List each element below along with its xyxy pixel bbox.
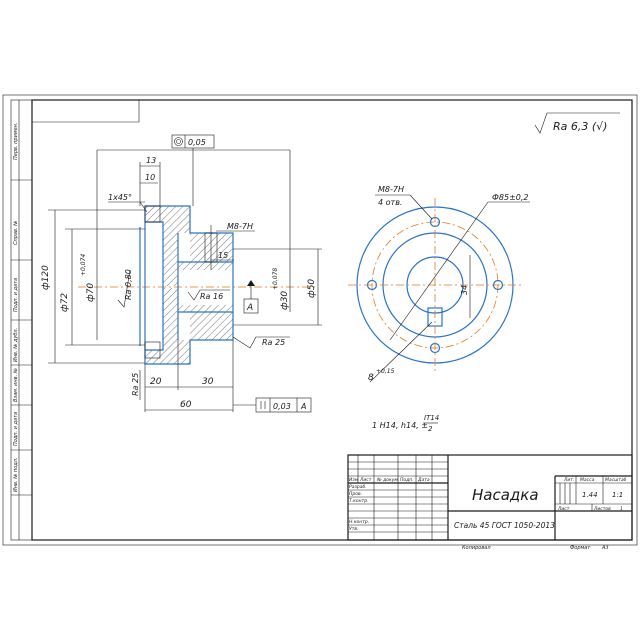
dim-30: 30 [202,377,214,387]
ra25-right: Ra 25 [262,338,285,347]
tb-h-date: Дата [417,477,430,483]
side-cell-7: Инв. № подл. [13,458,19,493]
tb-copied: Копировал [462,545,491,551]
dim-d50: ф50 [307,279,317,298]
part-title: Насадка [472,486,539,504]
dim-8: 8 [368,373,374,383]
general-roughness: Ra 6,3 (√) [534,112,620,134]
dim-20: 20 [150,377,162,387]
side-cell-3: Подп. и дата [13,278,19,312]
tb-role-6: Утв. [349,526,358,532]
tb-mass-value: 1.44 [582,491,598,499]
tb-sheets-value: 1 [620,506,623,512]
dim-d70: ф70 [86,283,96,302]
dim-chamfer: 1х45° [108,193,132,202]
dim-15: 15 [218,251,228,260]
parallel-value: 0,03 [273,402,291,411]
ra16: Ra 16 [200,292,223,301]
tb-role-5: Н.контр. [349,519,369,525]
tb-h-list: Лист [359,477,372,483]
dim-d70-tol: +0,074 [80,254,87,276]
front-view: M8-7H 4 отв. Ф85±0,2 34 8 +0,15 [348,185,530,383]
general-roughness-text: Ra 6,3 (√) [553,120,607,133]
hatch-lower-hub [190,312,233,340]
sheet-outer-border [2,94,638,546]
note-frac-den: 2 [428,425,433,433]
tb-sheets-label: Листов [593,506,611,512]
dim-60: 60 [180,400,192,410]
tb-h-izm: Изм [349,477,359,483]
section-view: ф120 ф72 ф70 +0,074 ф30 +0,078 ф50 13 10… [41,134,322,413]
dim-thread: M8-7H [227,222,253,231]
dim-d72: ф72 [60,293,70,312]
note-text: 1 H14, h14, ± [372,421,428,430]
note-frac-num: IT14 [424,414,439,422]
tb-h-sign: Подп. [400,477,414,483]
parallel-datum: A [300,402,306,411]
hatch-upper-hub [190,233,233,262]
side-cell-4: Инв. № дубл. [13,328,19,362]
tb-role-3: Т.контр. [349,498,369,504]
tb-scale-label: Масштаб [605,477,627,483]
title-block: Изм Лист № докум. Подп. Дата Разраб. Про… [347,454,633,551]
dim-d85: Ф85±0,2 [492,193,529,202]
runout-value: 0,05 [188,138,206,147]
dim-d30: ф30 [280,291,290,310]
side-cell-2: Справ. № [13,221,19,245]
tb-format-value: А3 [601,545,609,551]
dim-d120: ф120 [41,265,51,290]
dim-10: 10 [145,173,155,182]
side-cell-6: Подп. и дата [13,412,19,446]
part-material: Сталь 45 ГОСТ 1050-2013 [454,521,555,530]
side-cell-1: Перв. примен. [13,122,19,160]
tb-scale-value: 1:1 [612,491,623,499]
ra25-left: Ra 25 [131,373,140,396]
dim-13: 13 [146,156,156,165]
side-strip: Перв. примен. Справ. № Подп. и дата Инв.… [10,99,33,541]
front-thread: M8-7H [378,185,404,194]
tb-role-1: Разраб. [349,484,367,490]
dim-d30-tol: +0,078 [272,268,279,290]
runout-frame: 0,05 [171,134,215,206]
side-cell-5: Взам. инв. № [13,368,19,402]
general-note: 1 H14, h14, ± IT14 2 [372,414,439,433]
drawing-frame [31,99,633,541]
hatch-lower [145,288,233,364]
ra080: Ra 0,80 [124,269,133,300]
tb-mass-label: Масса [580,477,595,483]
parallel-frame: 0,03 A [233,397,312,413]
tb-role-2: Пров. [349,491,362,497]
front-thread-count: 4 отв. [378,198,402,207]
dim-34: 34 [460,285,469,295]
tb-lit-label: Лит. [563,477,574,483]
tb-sheet-label: Лист [557,506,570,512]
datum-label: A [246,303,253,313]
dim-8-tol: +0,15 [376,368,395,375]
bore-outline [145,221,164,351]
tb-format-label: Формат [570,545,591,551]
tb-h-doc: № докум. [376,477,399,483]
top-left-box [32,100,140,123]
